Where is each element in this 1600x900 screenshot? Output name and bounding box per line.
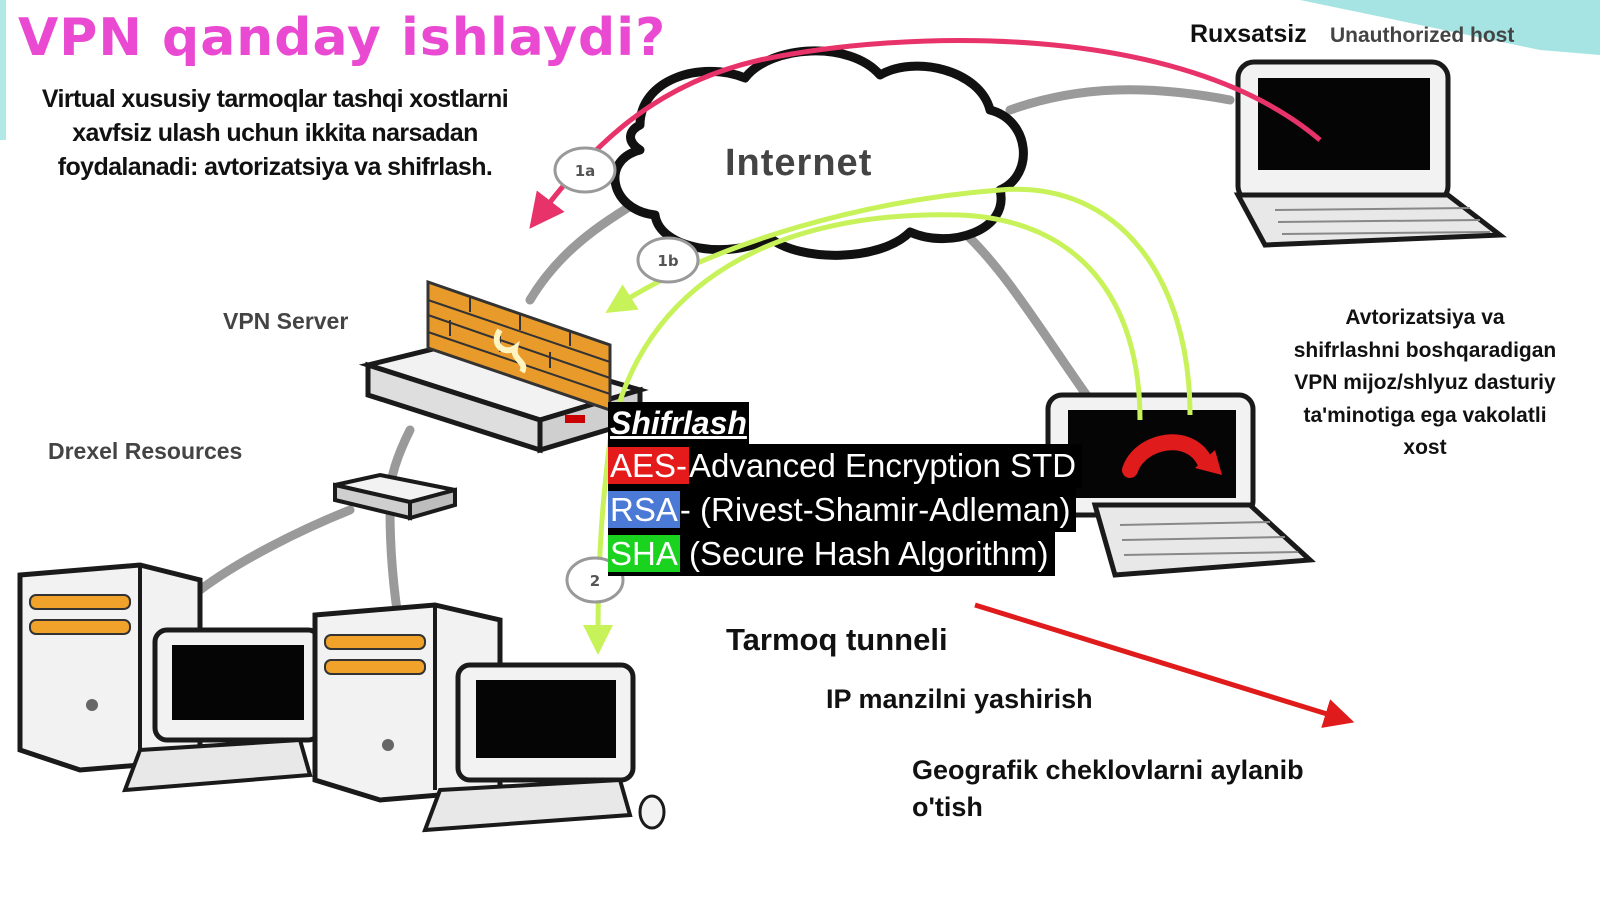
unauthorized-laptop-icon <box>1233 59 1507 248</box>
aes-tag: AES- <box>608 447 690 484</box>
encryption-heading: Shifrlash <box>608 402 749 444</box>
svg-text:1a: 1a <box>575 162 596 180</box>
encryption-row-sha: SHA (Secure Hash Algorithm) <box>608 532 1055 576</box>
vpn-server-icon <box>358 337 649 454</box>
svg-text:1b: 1b <box>657 252 678 270</box>
benefit-tunnel: Tarmoq tunneli <box>726 622 948 657</box>
sha-text: (Secure Hash Algorithm) <box>679 535 1049 572</box>
drexel-resources-label: Drexel Resources <box>48 438 243 464</box>
tunnel-arrow <box>974 602 1355 728</box>
encryption-row-aes: AES-Advanced Encryption STD <box>608 444 1083 488</box>
aes-text: Advanced Encryption STD <box>689 447 1077 484</box>
sha-tag: SHA <box>608 535 680 572</box>
intro-text: Virtual xususiy tarmoqlar tashqi xostlar… <box>41 85 509 181</box>
network-switch-icon <box>333 472 457 521</box>
page-title: VPN qanday ishlaydi? <box>18 8 667 68</box>
desktop-monitor-2-icon <box>422 662 666 833</box>
desktop-monitor-1-icon <box>122 627 323 793</box>
badge-1a: 1a <box>553 146 617 194</box>
unauthorized-label-uz: Ruxsatsiz <box>1190 20 1307 48</box>
benefit-hide-ip: IP manzilni yashirish <box>826 684 1093 714</box>
corner-accent <box>1300 0 1600 55</box>
unauthorized-label-en: Unauthorized host <box>1330 24 1515 47</box>
svg-text:2: 2 <box>590 572 600 590</box>
authorized-laptop-icon <box>1045 392 1316 578</box>
refresh-icon <box>1122 434 1213 478</box>
rsa-text: - (Rivest-Shamir-Adleman) <box>679 491 1071 528</box>
authorized-arrows <box>583 186 1193 655</box>
desktop-tower-2-icon <box>312 602 503 803</box>
unauthorized-arrow <box>529 38 1322 229</box>
benefit-geo: Geografik cheklovlarni aylanib o'tish <box>912 755 1304 822</box>
authorized-host-note: Avtorizatsiya va shifrlashni boshqaradig… <box>1293 306 1557 459</box>
rsa-tag: RSA <box>608 491 680 528</box>
vpn-server-label: VPN Server <box>223 308 349 334</box>
firewall-icon <box>426 279 612 413</box>
encryption-row-rsa: RSA- (Rivest-Shamir-Adleman) <box>608 488 1077 532</box>
left-accent-bar <box>0 0 6 140</box>
badge-1b: 1b <box>636 236 700 284</box>
encryption-box: Shifrlash AES-Advanced Encryption STD RS… <box>608 402 1083 576</box>
internet-label: Internet <box>725 142 873 184</box>
